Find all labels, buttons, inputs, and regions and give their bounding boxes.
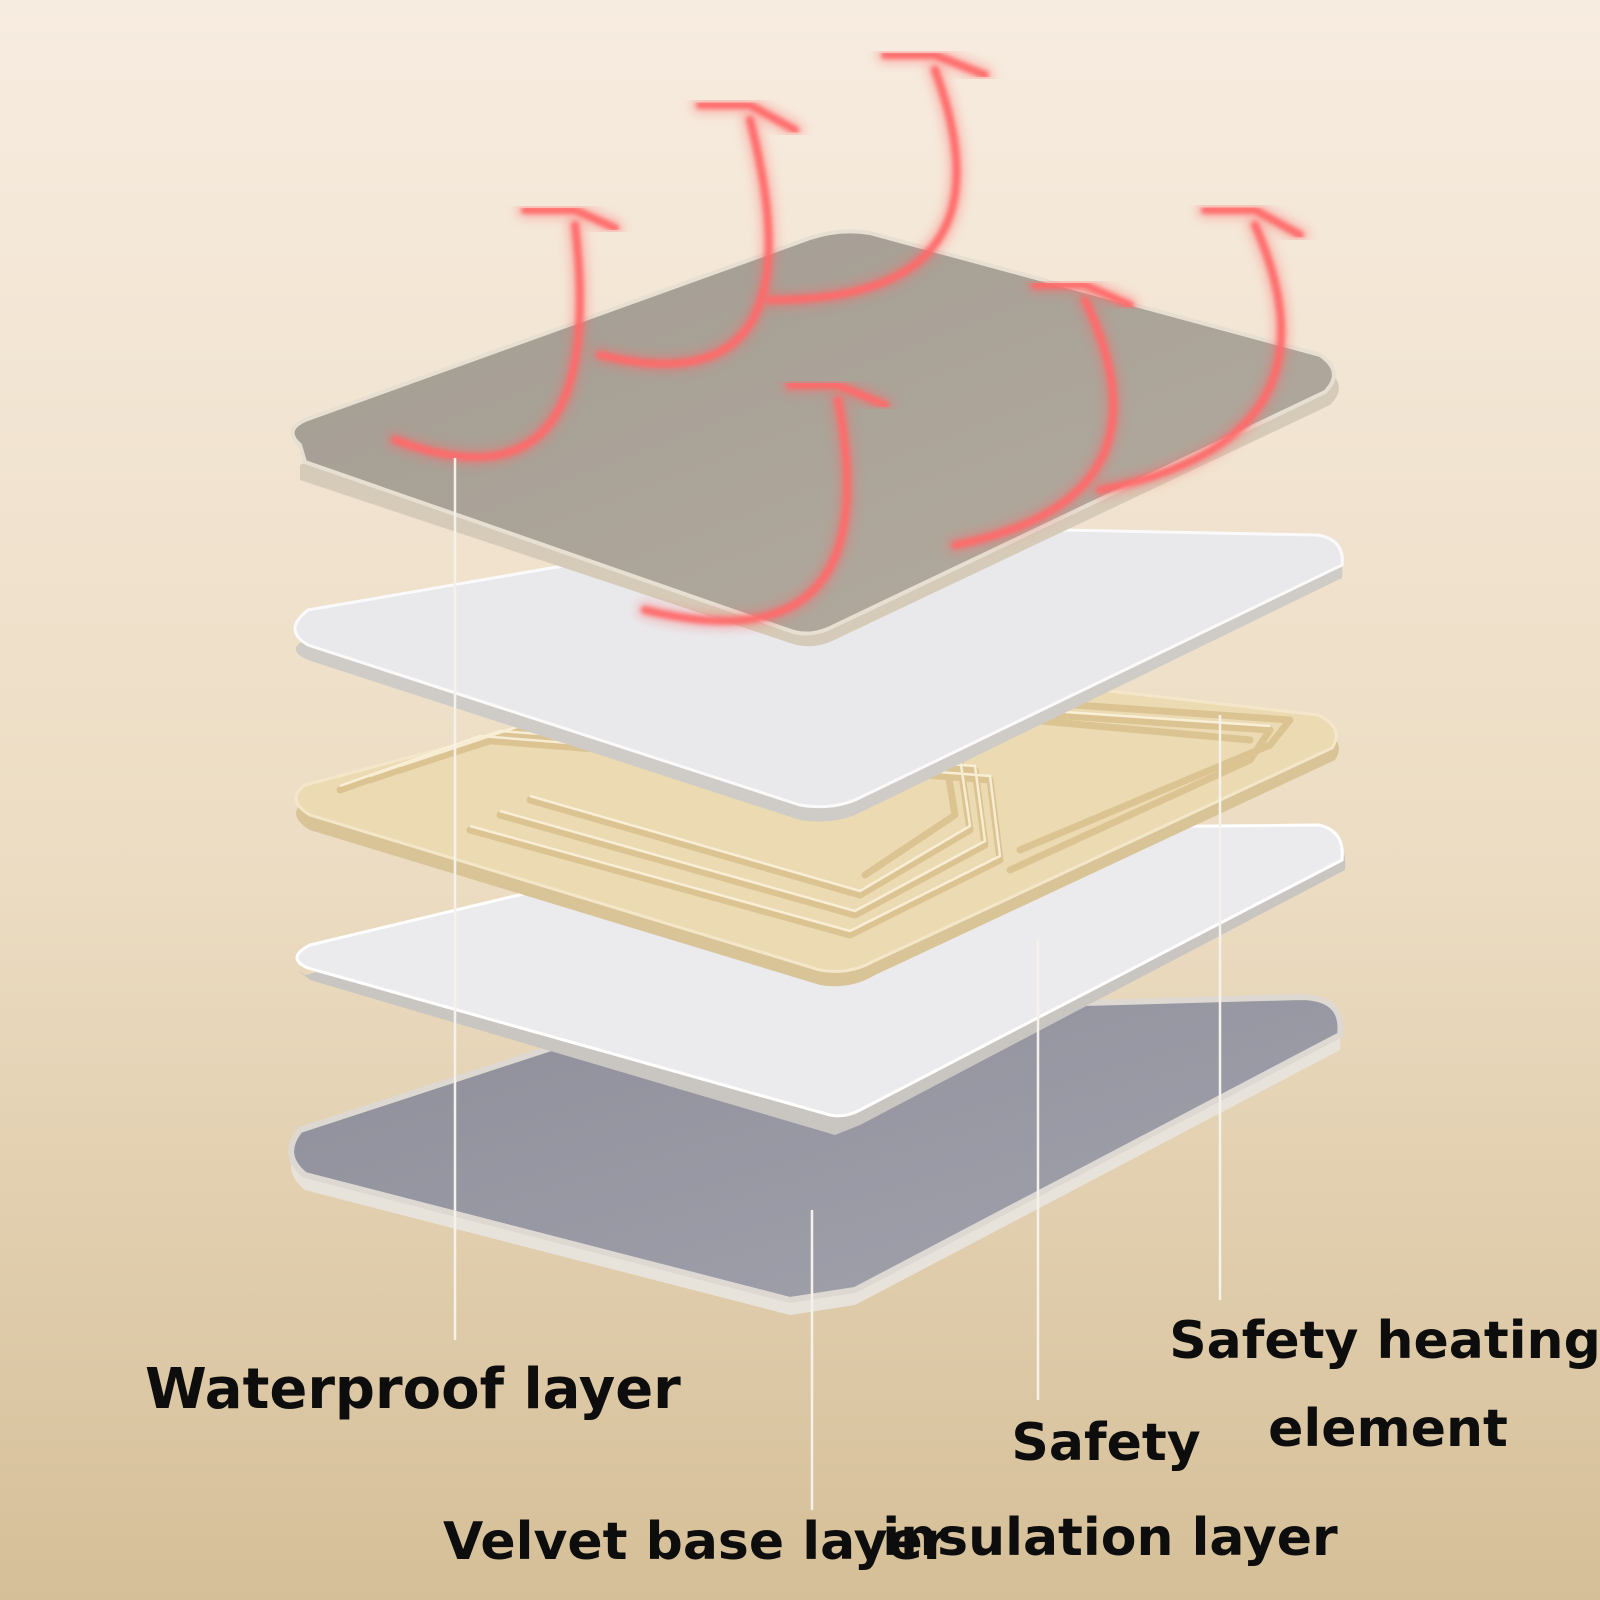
waterproof-layer-label: Waterproof layer xyxy=(145,1357,681,1422)
velvet-base-layer-label: Velvet base layer xyxy=(443,1512,949,1572)
leader-lines xyxy=(453,458,1222,1510)
heat-arrow-icon xyxy=(591,96,804,373)
insulation-layer-upper xyxy=(293,523,1344,822)
heating-element-label-line2: element xyxy=(1268,1399,1508,1459)
heat-arrow-icon xyxy=(946,276,1139,554)
waterproof-layer xyxy=(290,229,1339,647)
heat-arrow-icon xyxy=(386,201,624,466)
heat-arrow-icon xyxy=(761,46,994,309)
insulation-layer-label-line1: Safety xyxy=(1011,1413,1201,1473)
velvet-base-layer xyxy=(288,993,1344,1315)
heat-arrow-icon xyxy=(1091,201,1309,499)
heating-element-label-line1: Safety heating xyxy=(1169,1311,1600,1371)
insulation-layer-label-line2: insulation layer xyxy=(882,1508,1338,1568)
heat-arrow-icon xyxy=(636,376,894,630)
heat-arrows xyxy=(386,46,1309,630)
